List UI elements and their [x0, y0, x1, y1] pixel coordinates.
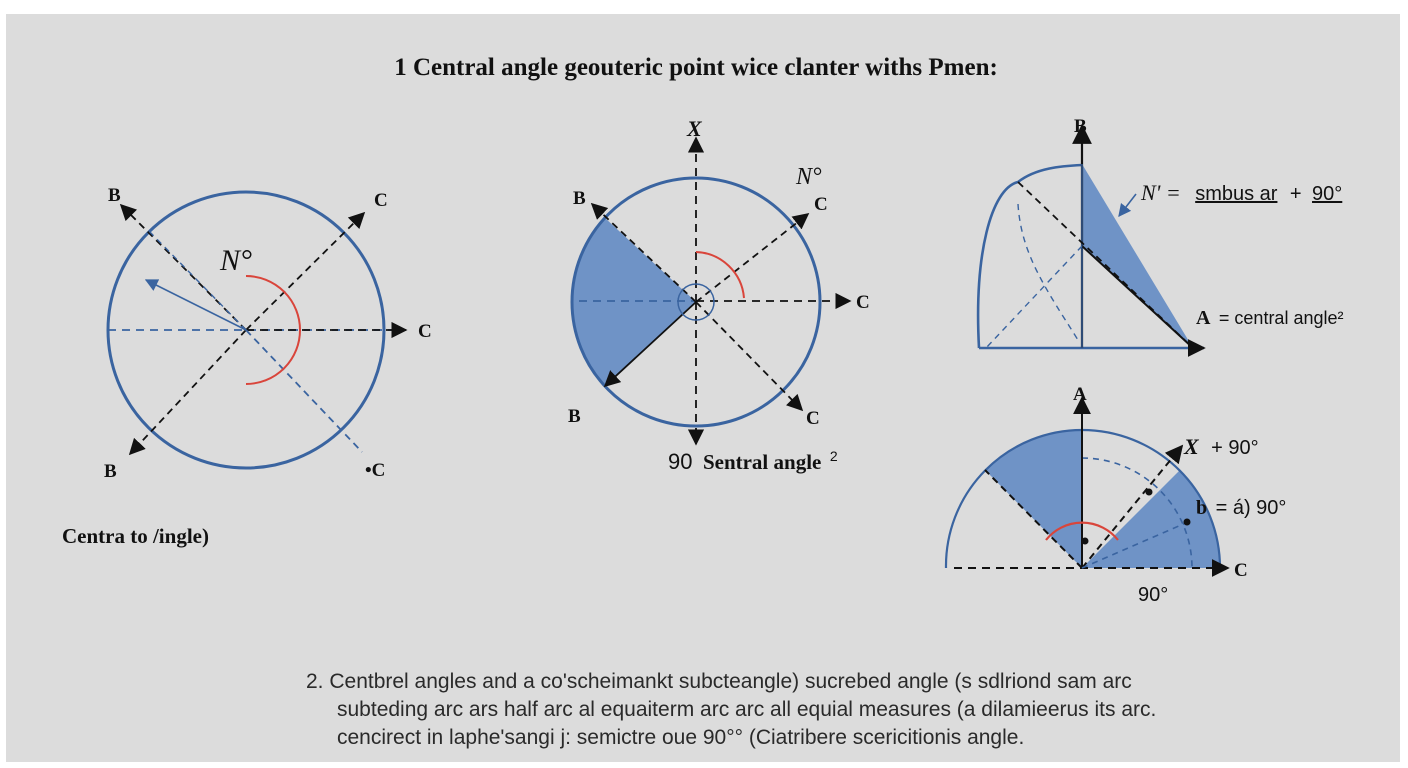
label-b-letter: b — [1196, 497, 1207, 519]
figure-left: B C N° C B •C — [104, 185, 432, 482]
diagram-title: 1 Central angle geouteric point wice cla… — [394, 54, 998, 81]
shaded-sector-lower — [1082, 470, 1221, 568]
curved-outline — [976, 163, 1083, 349]
label-x-text: + 90° — [1211, 437, 1258, 459]
label-c-bottom: •C — [365, 460, 385, 481]
caption-left: Centra to /ingle) — [62, 524, 209, 548]
label-b-bottom: B — [104, 461, 117, 482]
label-a-central-angle: A = central angle² — [1196, 307, 1343, 329]
label-b-top: B — [108, 185, 121, 206]
figure-middle: X N° B C C B C 90 Sentral angle 2 — [568, 116, 870, 474]
caption-middle-sup: 2 — [830, 448, 838, 464]
caption-middle: 90 Sentral angle 2 — [668, 448, 838, 474]
label-b-equals: b = á) 90° — [1196, 497, 1286, 519]
formula-value: 90° — [1312, 183, 1342, 205]
label-c-top-middle: C — [814, 194, 828, 215]
figures-canvas: B C N° C B •C X N° B C C B C — [104, 116, 1343, 606]
label-a-letter: A — [1196, 307, 1211, 329]
label-c-top: C — [374, 190, 388, 211]
figure-bottom-right: A X + 90° b = á) 90° C 90° — [944, 384, 1286, 606]
label-c-right: C — [418, 321, 432, 342]
label-b-top-middle: B — [573, 188, 586, 209]
label-b-top-right: B — [1074, 116, 1087, 137]
angle-arc-red — [245, 275, 301, 385]
shaded-sector-left — [571, 218, 696, 386]
caption-middle-number: 90 — [668, 449, 692, 474]
notes-line-1: 2. Centbrel angles and a co'scheimankt s… — [306, 670, 1132, 693]
label-c-right-middle: C — [856, 292, 870, 313]
label-x-letter: X — [1183, 434, 1200, 459]
notes-line-2: subteding arc ars half arc al equaiterm … — [337, 698, 1157, 721]
shaded-sector-upper — [985, 430, 1082, 568]
label-90-degrees: 90° — [1138, 584, 1168, 606]
circle-middle — [570, 176, 822, 428]
label-n-middle: N° — [795, 164, 822, 190]
formula-lhs: N' = — [1140, 180, 1181, 205]
shaded-triangle — [1082, 164, 1193, 348]
angle-arc-red-bottom — [1045, 521, 1119, 541]
figure-top-right: B N' = smbus ar + 90° A = central angle² — [976, 116, 1343, 357]
diagonal-b-to-c — [119, 203, 247, 331]
label-n-degree: N° — [219, 244, 252, 277]
label-c-bottom-right: C — [1234, 560, 1248, 581]
notes-block: 2. Centbrel angles and a co'scheimankt s… — [306, 668, 1156, 752]
label-a-bottom-right: A — [1073, 384, 1087, 405]
label-c-bottom-middle: C — [806, 408, 820, 429]
label-b-bottom-middle: B — [568, 406, 581, 427]
label-x-middle: X — [686, 116, 703, 141]
angle-arc-red-middle — [695, 251, 745, 299]
label-a-text: = central angle² — [1219, 308, 1344, 328]
caption-middle-text: Sentral angle — [703, 450, 821, 474]
label-x-plus-90: X + 90° — [1183, 434, 1259, 459]
notes-line-3: cencirect in laphe'sangi j: semictre oue… — [337, 726, 1025, 749]
diagram-panel: 1 Central angle geouteric point wice cla… — [6, 14, 1400, 762]
formula-term: smbus ar — [1195, 183, 1278, 205]
formula: N' = smbus ar + 90° — [1140, 180, 1342, 205]
formula-plus: + — [1290, 183, 1302, 205]
label-b-text: = á) 90° — [1216, 497, 1287, 519]
